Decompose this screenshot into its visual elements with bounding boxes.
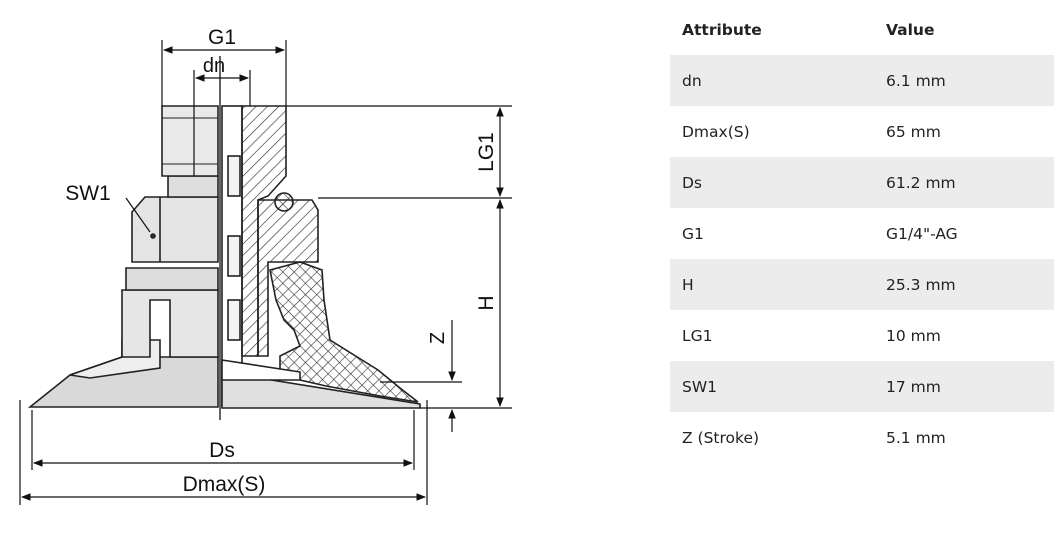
label-h: H: [475, 295, 498, 310]
hex-nut: [131, 196, 219, 263]
cell-value: 5.1 mm: [874, 412, 1054, 463]
section-view: [221, 105, 421, 409]
table-row: dn 6.1 mm: [670, 55, 1054, 106]
table-row: H 25.3 mm: [670, 259, 1054, 310]
table-row: Dmax(S) 65 mm: [670, 106, 1054, 157]
suction-cup-diagram: G1 dn SW1 LG1 H Z Ds Dmax(S): [19, 26, 512, 505]
vacuum-cup-body: [27, 105, 219, 408]
thread-connection: [161, 105, 219, 177]
label-dmax: Dmax(S): [183, 473, 266, 496]
dimension-lines: [19, 40, 512, 505]
table-row: SW1 17 mm: [670, 361, 1054, 412]
cell-attribute: Dmax(S): [670, 106, 874, 157]
cell-attribute: Ds: [670, 157, 874, 208]
header-attribute: Attribute: [682, 20, 762, 39]
cell-value: 65 mm: [874, 106, 1054, 157]
cell-value: 10 mm: [874, 310, 1054, 361]
cell-attribute: LG1: [670, 310, 874, 361]
label-z: Z: [427, 332, 449, 344]
table-row: Z (Stroke) 5.1 mm: [670, 412, 1054, 463]
label-lg1: LG1: [475, 132, 498, 172]
cell-value: 17 mm: [874, 361, 1054, 412]
spec-table: Attribute Value dn 6.1 mm Dmax(S) 65 mm …: [670, 4, 1054, 463]
o-ring: [274, 192, 294, 212]
cell-value: 25.3 mm: [874, 259, 1054, 310]
cell-value: 6.1 mm: [874, 55, 1054, 106]
cell-attribute: SW1: [670, 361, 874, 412]
cell-attribute: dn: [670, 55, 874, 106]
label-sw1: SW1: [65, 182, 111, 205]
table-row: Ds 61.2 mm: [670, 157, 1054, 208]
label-g1: G1: [208, 26, 236, 49]
rubber-bellows: [269, 261, 419, 403]
cell-value: 61.2 mm: [874, 157, 1054, 208]
cell-attribute: G1: [670, 208, 874, 259]
table-header-row: Attribute Value: [670, 4, 1054, 55]
nut-center-dot: [150, 233, 156, 239]
cell-attribute: H: [670, 259, 874, 310]
label-ds: Ds: [209, 439, 235, 462]
table-row: LG1 10 mm: [670, 310, 1054, 361]
cell-value: G1/4"-AG: [874, 208, 1054, 259]
table-row: G1 G1/4"-AG: [670, 208, 1054, 259]
header-value: Value: [886, 20, 935, 39]
label-dn: dn: [203, 55, 225, 77]
cell-attribute: Z (Stroke): [670, 412, 874, 463]
